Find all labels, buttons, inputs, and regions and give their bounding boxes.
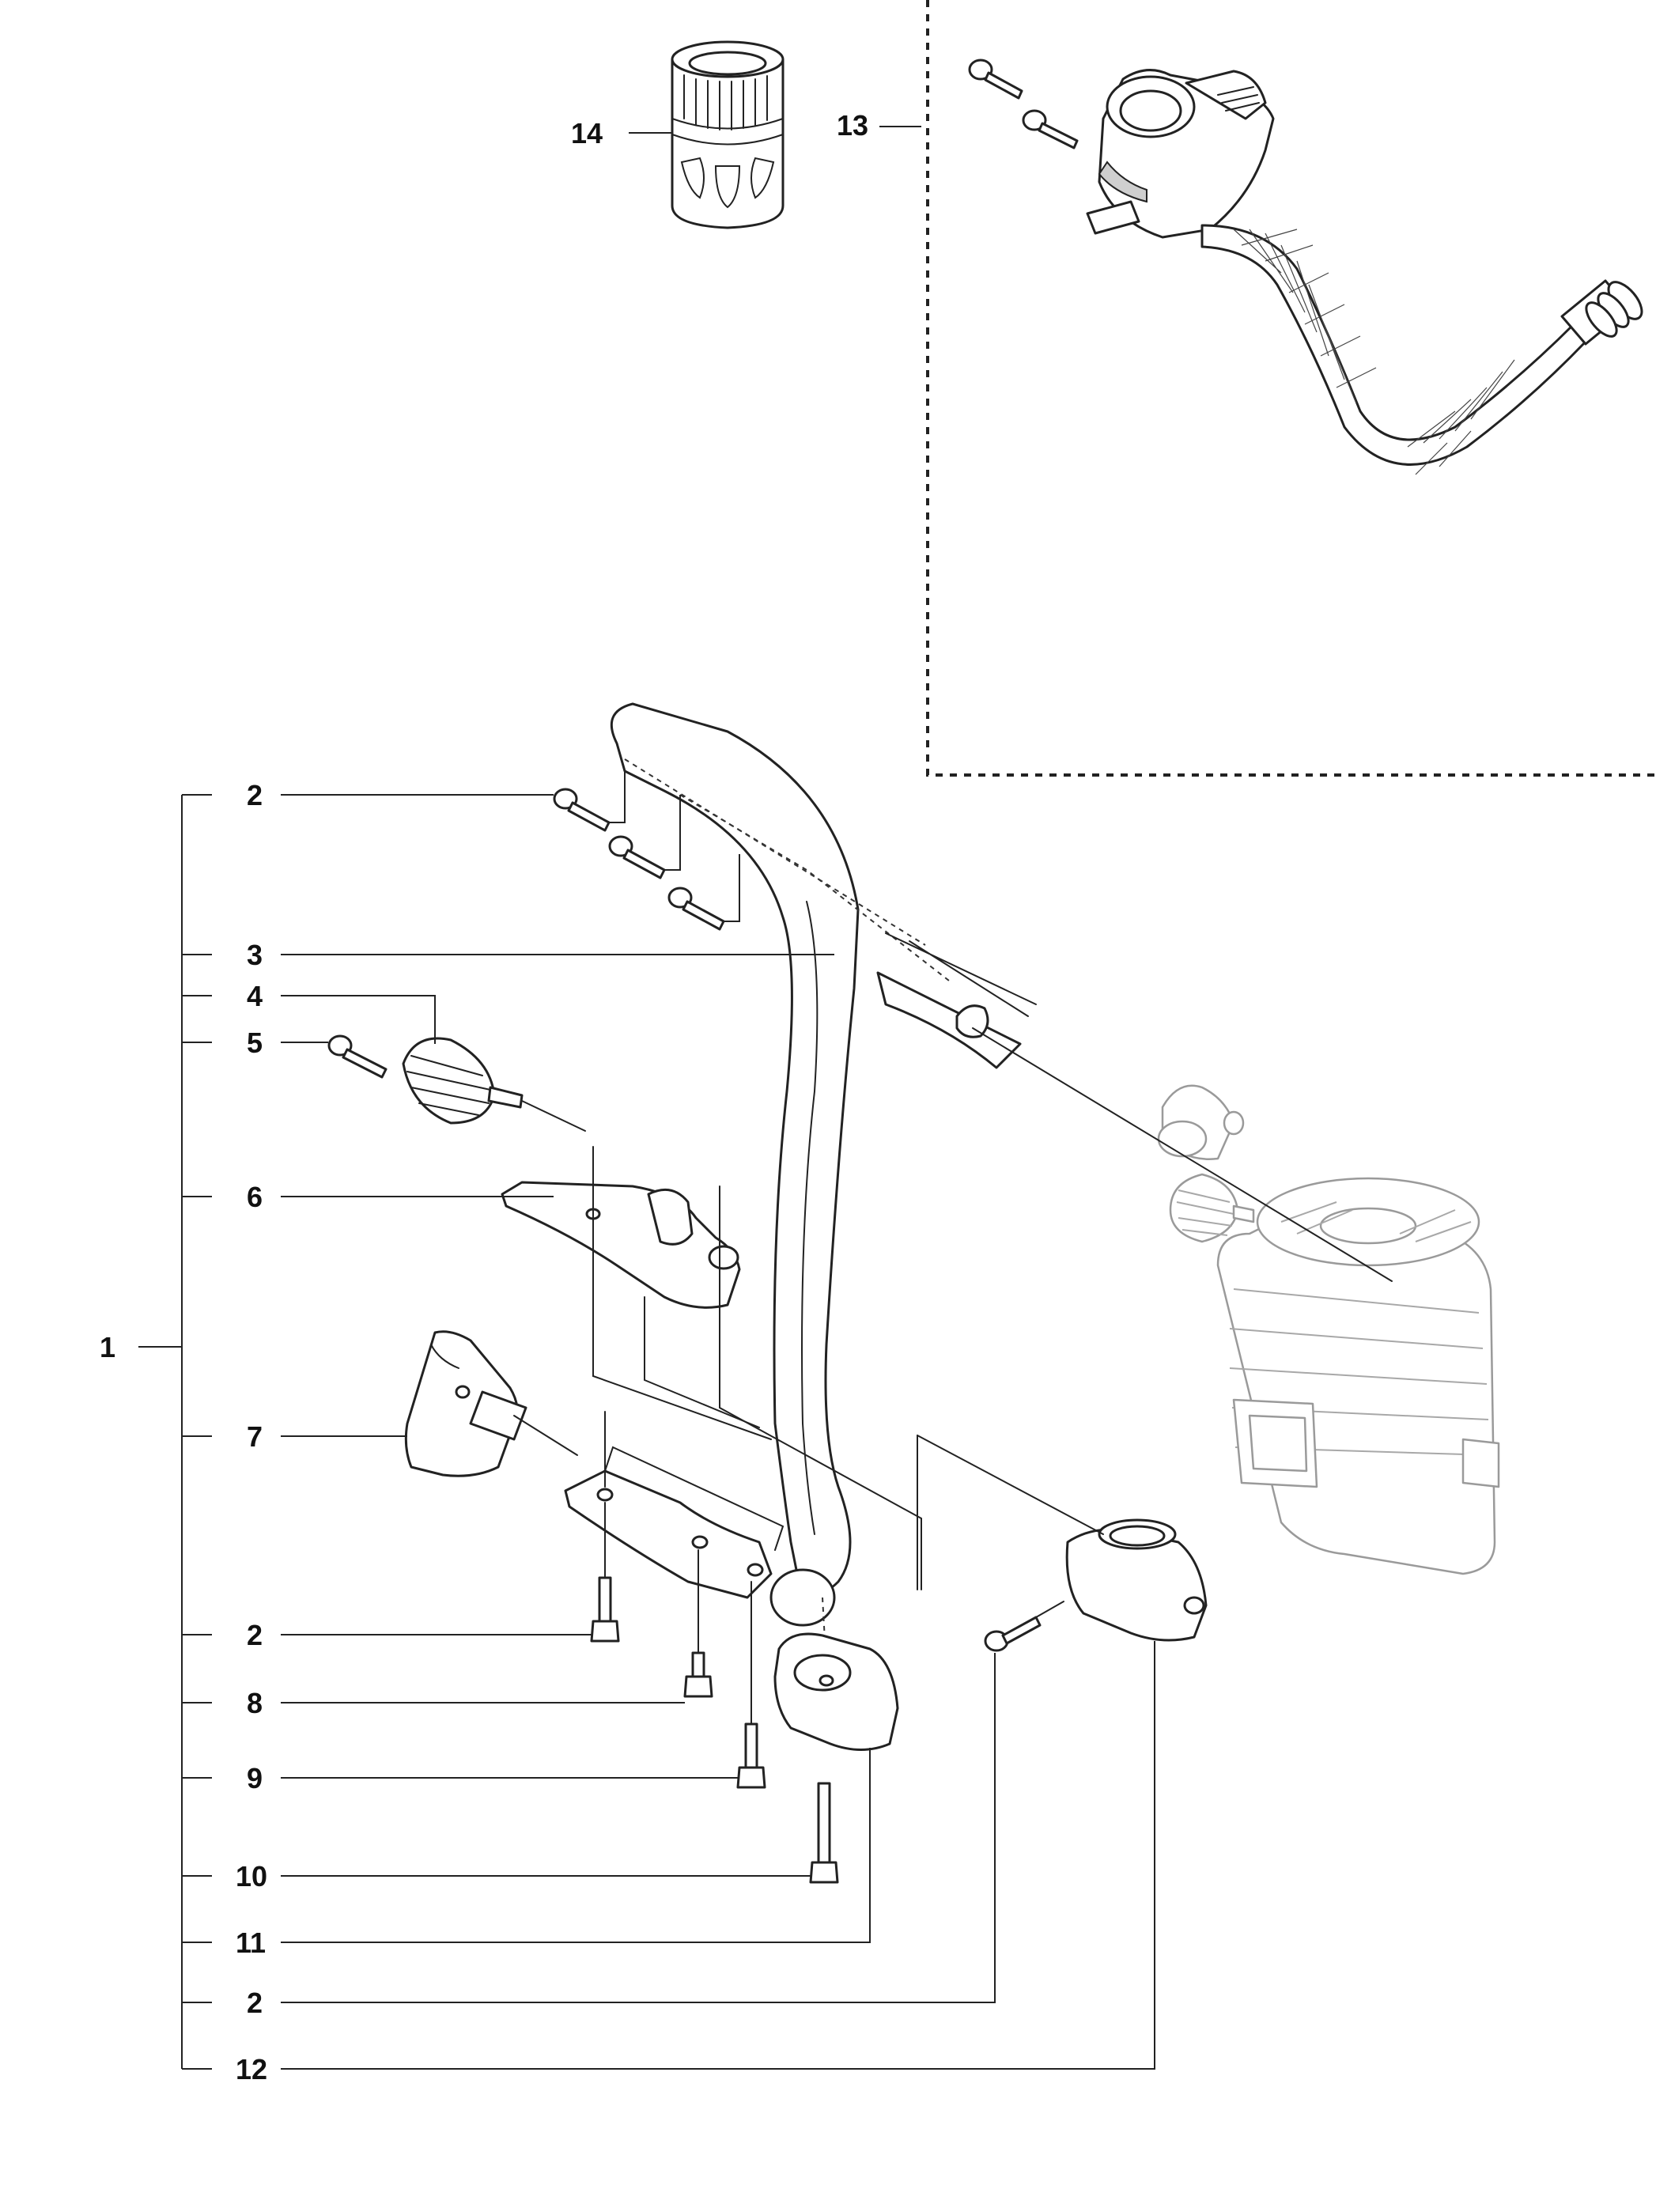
callout-11: 11 xyxy=(236,1927,266,1959)
screw-13b xyxy=(1022,109,1079,149)
screw-2-right xyxy=(984,1616,1042,1652)
callout-2-top: 2 xyxy=(247,779,263,811)
part-7-damper xyxy=(404,1330,527,1477)
callout-2-bottom: 2 xyxy=(247,1987,263,2019)
callout-1: 1 xyxy=(100,1331,115,1363)
callout-7: 7 xyxy=(247,1420,263,1453)
leader-lines xyxy=(138,126,1155,2070)
screw-8 xyxy=(683,1651,713,1698)
part-6-bracket xyxy=(501,1181,741,1309)
screw-2-top-2 xyxy=(608,835,666,879)
callout-10: 10 xyxy=(236,1860,267,1892)
callout-8: 8 xyxy=(247,1687,263,1719)
screw-9 xyxy=(736,1722,766,1789)
screw-2-top-1 xyxy=(553,788,611,832)
ghost-cylinder xyxy=(1216,1177,1500,1575)
part-14-coupling xyxy=(671,40,785,229)
callout-14: 14 xyxy=(571,117,603,149)
part-13-hose-assembly xyxy=(968,59,1643,475)
part-3-handle-tube xyxy=(610,702,1393,1669)
callout-9: 9 xyxy=(247,1762,263,1794)
assembly-13-dashed-frame xyxy=(926,0,1656,777)
callout-6: 6 xyxy=(247,1181,263,1213)
part-12-cup xyxy=(1065,1518,1208,1642)
ghost-av-spring xyxy=(1169,1173,1255,1243)
screw-10 xyxy=(809,1782,839,1884)
callout-4: 4 xyxy=(247,980,263,1012)
part-4-av-spring xyxy=(402,1037,524,1125)
callout-13: 13 xyxy=(837,109,868,142)
callout-3: 3 xyxy=(247,939,263,971)
callout-12: 12 xyxy=(236,2053,267,2085)
callout-5: 5 xyxy=(247,1027,263,1059)
screw-13a xyxy=(968,59,1023,100)
callout-2-lower: 2 xyxy=(247,1619,263,1651)
part-11-damper xyxy=(773,1632,899,1751)
screw-2-lower xyxy=(590,1576,620,1643)
screw-2-top-3 xyxy=(667,887,725,931)
lower-bracket-plate xyxy=(564,1411,785,1599)
screw-5 xyxy=(327,1034,388,1079)
